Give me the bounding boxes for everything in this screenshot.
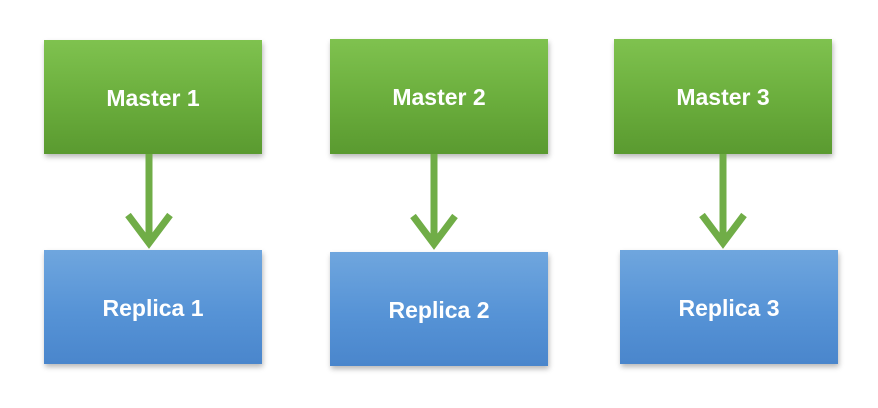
replica-3-label: Replica 3 (678, 294, 780, 321)
master-3-box: Master 3 (614, 39, 832, 154)
replica-3-box: Replica 3 (620, 250, 838, 364)
replica-2-box: Replica 2 (330, 252, 548, 366)
master-1-label: Master 1 (106, 84, 200, 111)
master-1-box: Master 1 (44, 40, 262, 154)
master-2-box: Master 2 (330, 39, 548, 154)
replica-2-label: Replica 2 (388, 296, 490, 323)
arrow-master-1-to-replica-1 (125, 154, 173, 249)
master-3-label: Master 3 (676, 84, 770, 110)
master-2-label: Master 2 (392, 84, 486, 110)
arrow-master-2-to-replica-2 (410, 154, 458, 250)
replica-1-box: Replica 1 (44, 250, 262, 364)
replica-1-label: Replica 1 (102, 294, 204, 321)
arrow-master-3-to-replica-3 (699, 154, 747, 249)
